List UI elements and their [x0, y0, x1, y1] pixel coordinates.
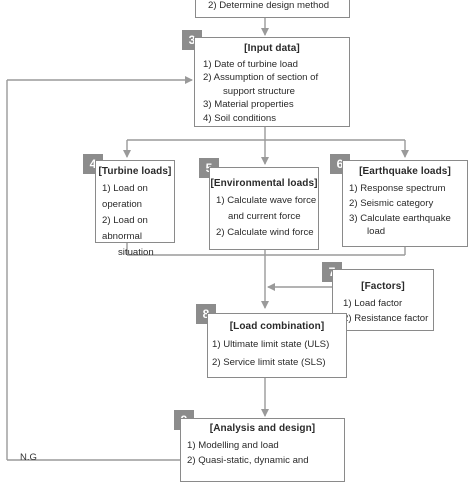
- step-6-item: 1) Response spectrum: [349, 182, 446, 194]
- step-3-item: 4) Soil conditions: [203, 112, 277, 124]
- step-6-title: [Earthquake loads]: [359, 166, 451, 177]
- step-9-box: [Analysis and design] 1) Modelling and l…: [180, 418, 345, 482]
- step-8-box: [Load combination] 1) Ultimate limit sta…: [207, 313, 347, 378]
- step-4-item: situation: [118, 246, 154, 258]
- step-3-item: support structure: [223, 85, 295, 97]
- step-9-item: 1) Modelling and load: [187, 439, 279, 451]
- step-6-item: load: [367, 225, 386, 237]
- step-5-item: 2) Calculate wind force: [216, 226, 314, 238]
- step-2-items: 2) Determine design method: [196, 0, 349, 13]
- step-3-item: 2) Assumption of section of: [203, 72, 319, 84]
- step-3-item: 3) Material properties: [203, 99, 294, 111]
- step-9-items: 1) Modelling and load 2) Quasi-static, d…: [181, 438, 344, 468]
- step-4-item: 1) Load on operation: [102, 182, 148, 210]
- step-7-title: [Factors]: [361, 281, 405, 292]
- step-4-box: [Turbine loads] 1) Load on operation 2) …: [95, 160, 175, 258]
- step-6-box: [Earthquake loads] 1) Response spectrum …: [342, 160, 468, 247]
- step-5-item: and current force: [228, 210, 301, 222]
- step-7-items: 1) Load factor 2) Resistance factor: [333, 296, 433, 326]
- step-5-items: 1) Calculate wave force and current forc…: [210, 193, 318, 241]
- step-3-box: [Input data] 1) Date of turbine load 2) …: [194, 37, 350, 127]
- step-8-title: [Load combination]: [229, 321, 325, 332]
- step-2-item: 2) Determine design method: [208, 0, 330, 11]
- step-5-title: [Environmental loads]: [210, 178, 318, 189]
- step-8-item: 2) Service limit state (SLS): [212, 356, 326, 368]
- step-4-title: [Turbine loads]: [98, 166, 172, 177]
- step-5-item: 1) Calculate wave force: [216, 194, 317, 206]
- step-4-item: 2) Load on abnormal: [102, 214, 148, 242]
- step-3-items: 1) Date of turbine load 2) Assumption of…: [195, 58, 349, 126]
- step-8-item: 1) Ultimate limit state (ULS): [212, 338, 330, 350]
- step-2-box: 2) Determine design method: [195, 0, 350, 18]
- step-4-items: 1) Load on operation 2) Load on abnormal…: [96, 181, 174, 261]
- step-3-item: 1) Date of turbine load: [203, 58, 298, 70]
- step-7-item: 2) Resistance factor: [343, 312, 429, 324]
- step-5-box: [Environmental loads] 1) Calculate wave …: [209, 167, 319, 250]
- step-6-items: 1) Response spectrum 2) Seismic category…: [343, 181, 467, 238]
- feedback-ng-label: N.G: [20, 452, 37, 463]
- step-7-box: [Factors] 1) Load factor 2) Resistance f…: [332, 269, 434, 331]
- step-8-items: 1) Ultimate limit state (ULS) 2) Service…: [208, 336, 346, 372]
- step-6-item: 2) Seismic category: [349, 197, 434, 209]
- step-6-item: 3) Calculate earthquake: [349, 212, 451, 224]
- step-9-title: [Analysis and design]: [209, 423, 316, 434]
- step-3-title: [Input data]: [244, 43, 300, 54]
- step-7-item: 1) Load factor: [343, 297, 403, 309]
- step-9-item: 2) Quasi-static, dynamic and: [187, 454, 309, 466]
